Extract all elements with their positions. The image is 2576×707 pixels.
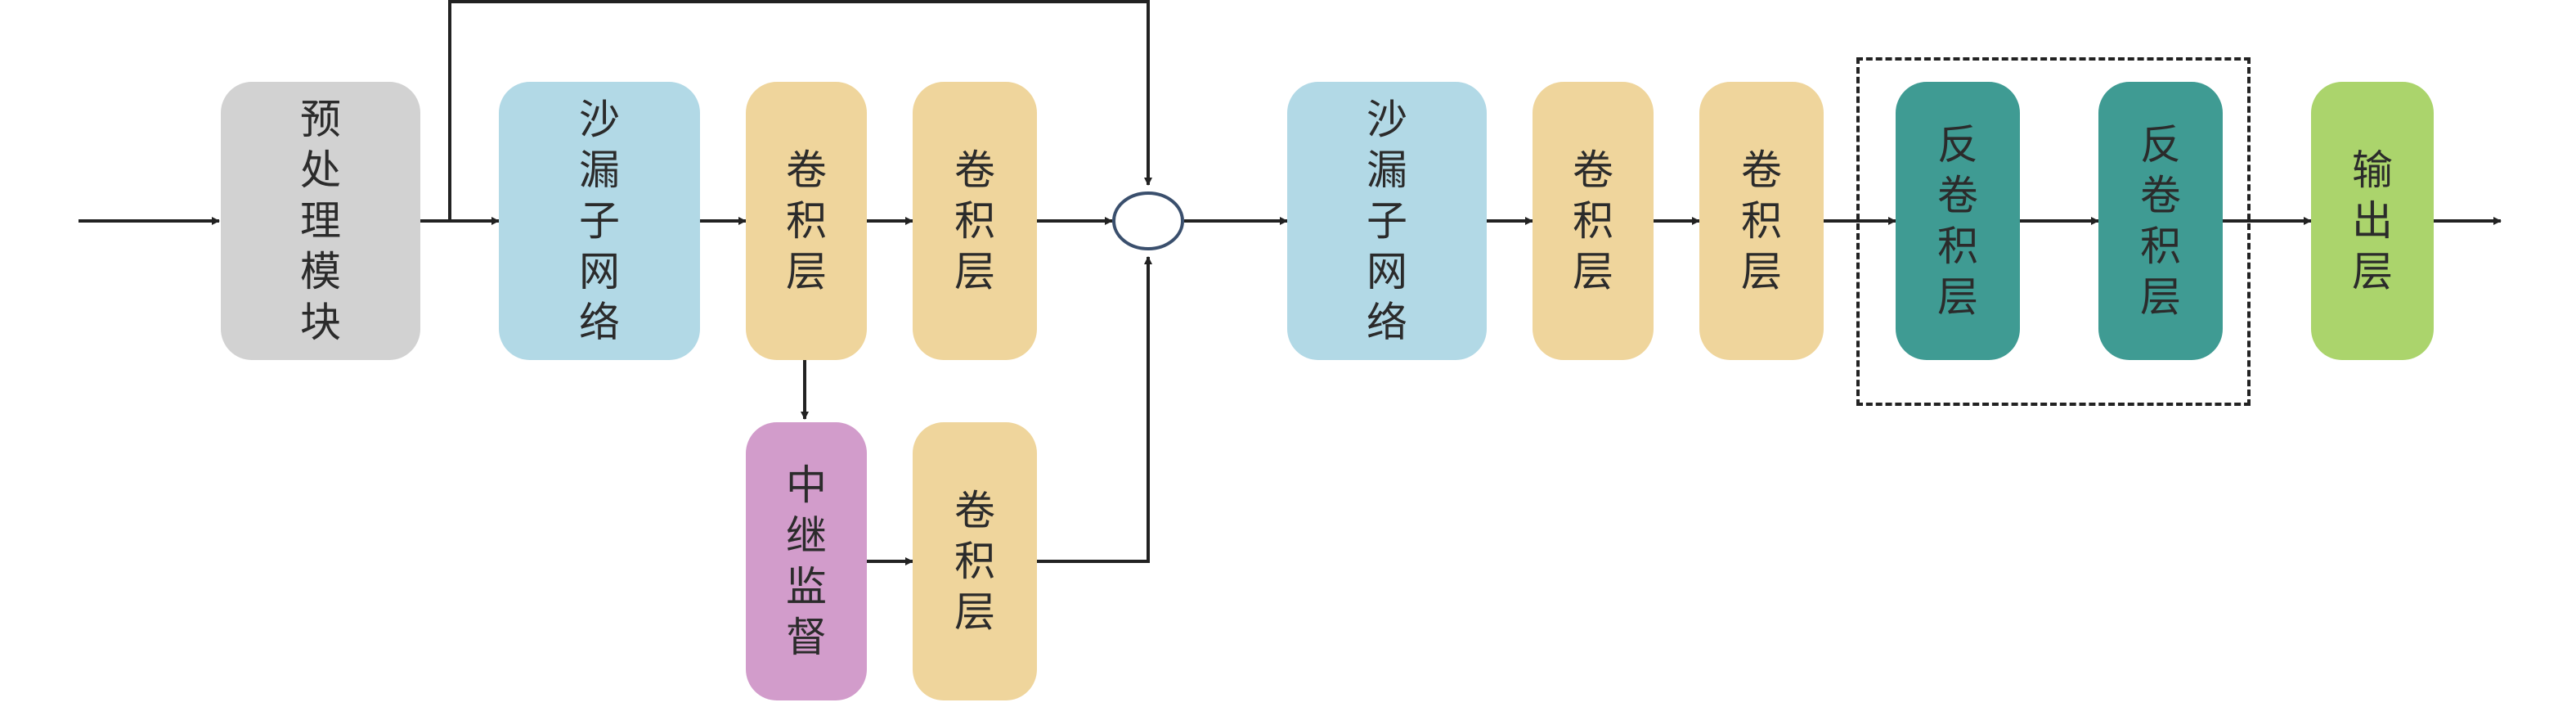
deconv-label-2: 反卷积层 bbox=[2140, 121, 2181, 321]
deconv-group-frame bbox=[1856, 57, 2251, 406]
deconv-block-2: 反卷积层 bbox=[2098, 82, 2223, 360]
hourglass-label-1: 沙漏子网络 bbox=[579, 96, 620, 346]
sum-node bbox=[1112, 191, 1184, 250]
output-label: 输出层 bbox=[2352, 146, 2393, 295]
conv-branch-block: 卷积层 bbox=[913, 422, 1037, 700]
deconv-label-1: 反卷积层 bbox=[1937, 121, 1978, 321]
conv-label-4: 卷积层 bbox=[1741, 146, 1782, 295]
conv-label-2: 卷积层 bbox=[954, 146, 995, 295]
supervision-block: 中继监督 bbox=[746, 422, 867, 700]
conv-block-1: 卷积层 bbox=[746, 82, 867, 360]
output-block: 输出层 bbox=[2311, 82, 2434, 360]
hourglass-block-1: 沙漏子网络 bbox=[499, 82, 700, 360]
conv-block-2: 卷积层 bbox=[913, 82, 1037, 360]
hourglass-block-2: 沙漏子网络 bbox=[1287, 82, 1487, 360]
supervision-label: 中继监督 bbox=[786, 462, 827, 661]
preprocess-block: 预处理模块 bbox=[221, 82, 420, 360]
conv-label-1: 卷积层 bbox=[786, 146, 827, 295]
conv-block-4: 卷积层 bbox=[1699, 82, 1824, 360]
conv-block-3: 卷积层 bbox=[1533, 82, 1654, 360]
skip-connection bbox=[448, 0, 1152, 221]
deconv-block-1: 反卷积层 bbox=[1896, 82, 2020, 360]
hourglass-label-2: 沙漏子网络 bbox=[1367, 96, 1407, 346]
conv-label-3: 卷积层 bbox=[1573, 146, 1613, 295]
branch-return bbox=[1037, 256, 1152, 563]
conv-branch-label: 卷积层 bbox=[954, 487, 995, 636]
preprocess-label: 预处理模块 bbox=[300, 96, 341, 346]
